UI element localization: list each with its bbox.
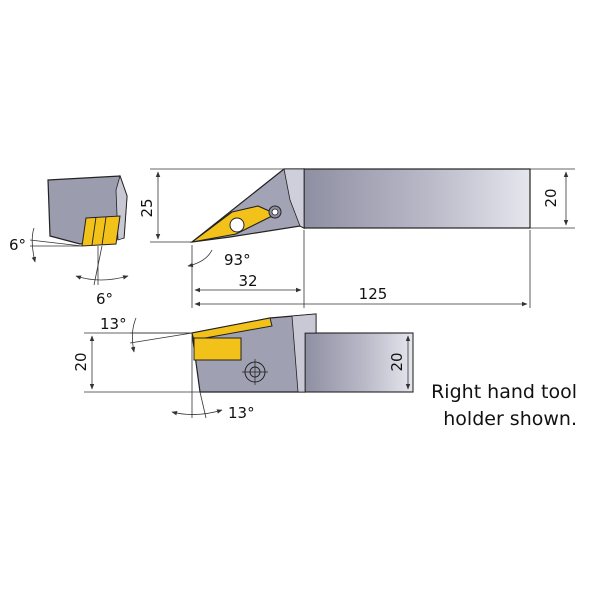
side-height-20-left-label: 20: [72, 352, 90, 371]
side-height-20-right-label: 20: [388, 352, 406, 371]
length-125-label: 125: [359, 285, 388, 303]
height-20-top-label: 20: [542, 188, 560, 207]
length-32-label: 32: [238, 272, 257, 290]
side-view-insert-top: [191, 317, 273, 341]
side-view-shank: [304, 332, 414, 393]
note-line-2: holder shown.: [443, 408, 577, 430]
side-view: 13° 20 20 13°: [72, 313, 414, 422]
note: Right hand tool holder shown.: [431, 381, 577, 430]
end-view-angle-bottom-label: 6°: [96, 290, 113, 308]
top-view-head-bevel: [283, 168, 305, 229]
side-view-head-face: [291, 313, 317, 393]
end-view-angle-left-label: 6°: [9, 236, 26, 254]
end-view: 6° 6°: [9, 174, 129, 308]
note-line-1: Right hand tool: [431, 381, 577, 403]
side-angle-top-label: 13°: [100, 315, 127, 333]
height-25-label: 25: [138, 198, 156, 217]
end-view-insert: [81, 215, 121, 247]
top-view-shank: [303, 168, 531, 229]
side-view-insert: [193, 337, 242, 361]
side-angle-bottom-label: 13°: [228, 404, 255, 422]
lead-angle-label: 93°: [224, 251, 251, 269]
top-view: 25 20 93° 32 125: [138, 168, 575, 308]
